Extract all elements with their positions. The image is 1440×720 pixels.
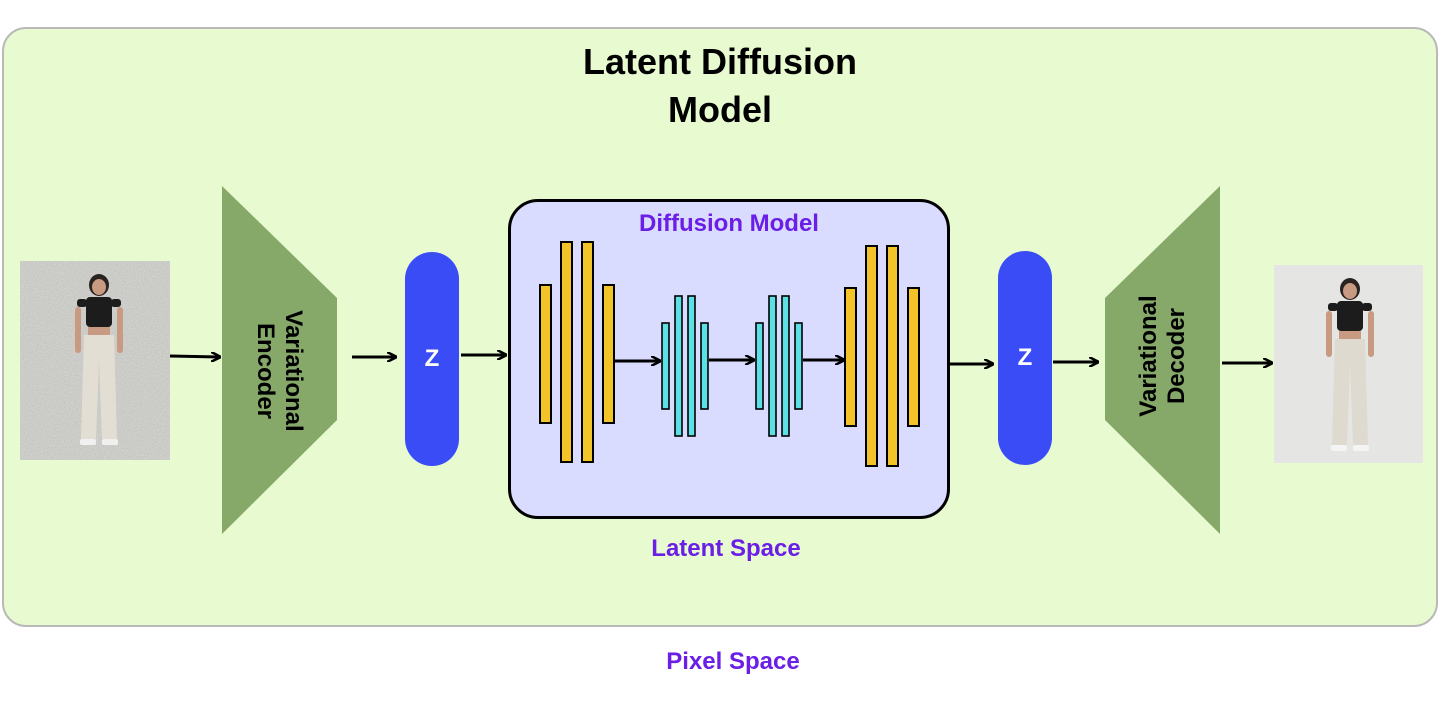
- pixel-space-label: Pixel Space: [666, 648, 800, 675]
- diffusion-model-box: [508, 199, 950, 519]
- latent-z-pill-input: Z: [405, 252, 459, 466]
- person-figure: [1326, 278, 1374, 451]
- latent-space-label: Latent Space: [651, 535, 801, 562]
- z-label: Z: [424, 345, 440, 372]
- decoder-label-line-1: Variational: [1135, 295, 1162, 417]
- latent-z-pill-output: Z: [998, 251, 1052, 465]
- person-figure: [75, 274, 123, 445]
- noisy-photo-graphic: [20, 261, 170, 460]
- diagram-title: Latent Diffusion Model: [0, 38, 1440, 134]
- encoder-label-line-2: Encoder: [252, 322, 279, 420]
- output-clean-image: [1274, 265, 1423, 463]
- title-line-2: Model: [668, 89, 772, 130]
- title-line-1: Latent Diffusion: [583, 41, 857, 82]
- z-label: Z: [1017, 344, 1033, 371]
- encoder-label: Variational Encoder: [251, 305, 307, 437]
- clean-photo-graphic: [1274, 265, 1423, 463]
- decoder-label: Variational Decoder: [1135, 290, 1191, 422]
- diffusion-model-label: Diffusion Model: [639, 210, 819, 237]
- encoder-label-line-1: Variational: [280, 310, 307, 432]
- input-noisy-image: [20, 261, 170, 460]
- decoder-label-line-2: Decoder: [1163, 307, 1190, 405]
